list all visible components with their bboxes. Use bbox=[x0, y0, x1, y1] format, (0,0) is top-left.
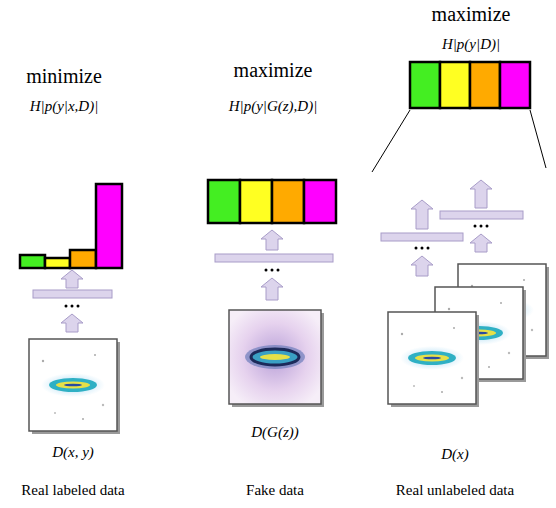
ellipsis-dots bbox=[415, 247, 430, 250]
up-arrow bbox=[261, 230, 283, 250]
real-image bbox=[29, 339, 120, 434]
bar-chart bbox=[208, 180, 336, 223]
data-caption: Real unlabeled data bbox=[396, 482, 514, 499]
objective-word: maximize bbox=[432, 3, 511, 25]
bar-chart bbox=[410, 62, 530, 108]
fan-lines bbox=[372, 110, 546, 172]
discriminator-input: D(G(z)) bbox=[251, 424, 298, 441]
discriminator-input: D(x) bbox=[441, 446, 468, 463]
up-arrow bbox=[261, 278, 283, 300]
network-layer bbox=[381, 233, 463, 241]
data-caption: Real labeled data bbox=[21, 482, 124, 499]
entropy-formula: H|p(y|D)| bbox=[442, 36, 500, 53]
network-layer bbox=[33, 290, 112, 298]
ellipsis-dots bbox=[65, 305, 80, 308]
network-layer bbox=[440, 211, 523, 219]
up-arrow bbox=[470, 234, 492, 252]
data-caption: Fake data bbox=[246, 482, 304, 499]
discriminator-input: D(x, y) bbox=[52, 444, 94, 461]
up-arrow bbox=[470, 180, 492, 208]
real-image bbox=[388, 312, 479, 407]
ellipsis-dots bbox=[474, 225, 489, 228]
objective-word: minimize bbox=[26, 65, 102, 87]
up-arrow bbox=[61, 270, 83, 288]
objective-word: maximize bbox=[234, 59, 313, 81]
fake-image bbox=[229, 310, 324, 407]
entropy-formula: H|p(y|x,D)| bbox=[30, 98, 99, 115]
up-arrow bbox=[411, 200, 433, 229]
up-arrow bbox=[61, 314, 83, 332]
up-arrow bbox=[411, 256, 433, 276]
ellipsis-dots bbox=[265, 269, 280, 272]
entropy-formula: H|p(y|G(z),D)| bbox=[229, 98, 318, 115]
network-layer bbox=[215, 254, 333, 262]
bar-chart bbox=[20, 184, 122, 268]
